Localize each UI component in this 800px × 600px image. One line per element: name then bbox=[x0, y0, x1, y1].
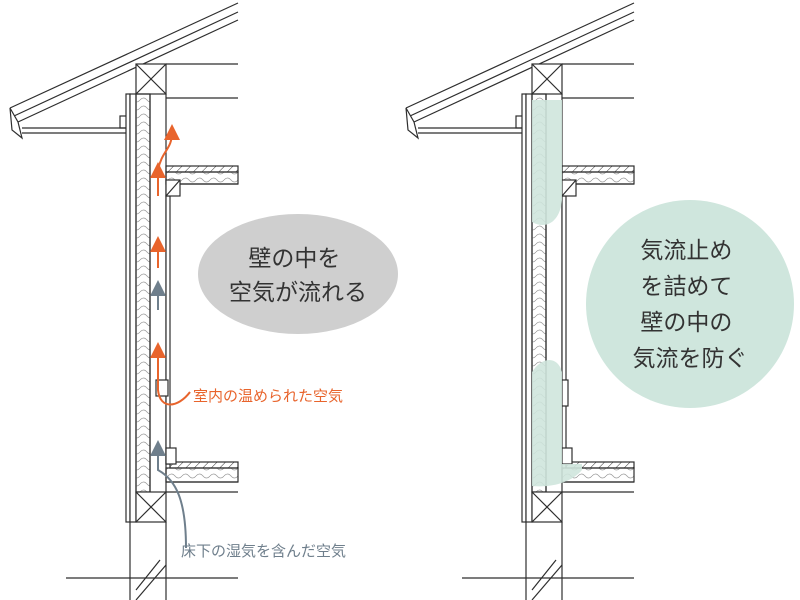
warm-air-arrow-1 bbox=[150, 342, 191, 406]
right-eave bbox=[418, 127, 532, 134]
right-wall-section: 気流止め を詰めて 壁の中の 気流を防ぐ bbox=[405, 2, 794, 600]
right-foundation bbox=[462, 522, 634, 600]
warm-air-label: 室内の温められた空気 bbox=[193, 387, 343, 405]
left-ceiling-lines bbox=[166, 63, 238, 99]
svg-text:壁の中を 空気が流れる: 壁の中を 空気が流れる bbox=[229, 246, 367, 306]
left-bubble-line-2: 空気が流れる bbox=[229, 280, 367, 306]
right-lower-floor bbox=[531, 447, 635, 523]
right-bubble-line-1: 気流止め bbox=[640, 238, 732, 264]
right-outlet-box bbox=[561, 379, 569, 407]
right-ceiling-lines bbox=[562, 63, 634, 99]
left-airflow-arrows bbox=[150, 124, 191, 549]
left-upper-floor bbox=[165, 165, 239, 197]
left-eave bbox=[22, 127, 136, 134]
left-top-plate bbox=[135, 63, 167, 95]
right-bubble-line-2: を詰めて bbox=[640, 274, 732, 300]
lower-airflow-stop bbox=[532, 360, 582, 487]
right-upper-floor bbox=[561, 165, 635, 197]
humid-air-arrow bbox=[150, 440, 187, 549]
right-explanation-bubble bbox=[586, 200, 794, 408]
upper-airflow-stop bbox=[532, 100, 562, 226]
left-bubble-line-1: 壁の中を bbox=[248, 246, 340, 272]
right-bubble-line-3: 壁の中の bbox=[640, 310, 732, 336]
right-top-plate bbox=[531, 63, 563, 95]
right-bubble-line-4: 気流を防ぐ bbox=[633, 346, 748, 372]
warm-air-arrow-4 bbox=[157, 124, 180, 171]
humid-air-label: 床下の湿気を含んだ空気 bbox=[181, 542, 346, 560]
left-roof bbox=[9, 2, 239, 140]
left-wall-section: 壁の中を 空気が流れる 室内の温められた空気 床下の湿気を含んだ空気 bbox=[9, 2, 398, 600]
svg-text:気流止め を詰めて 壁の中の: 気流止め を詰めて 壁の中の 気流を防ぐ bbox=[633, 238, 748, 372]
left-foundation bbox=[66, 522, 238, 600]
right-roof bbox=[405, 2, 635, 140]
left-wall-body bbox=[125, 93, 171, 523]
left-explanation-bubble bbox=[198, 214, 398, 334]
left-lower-floor bbox=[135, 447, 239, 523]
